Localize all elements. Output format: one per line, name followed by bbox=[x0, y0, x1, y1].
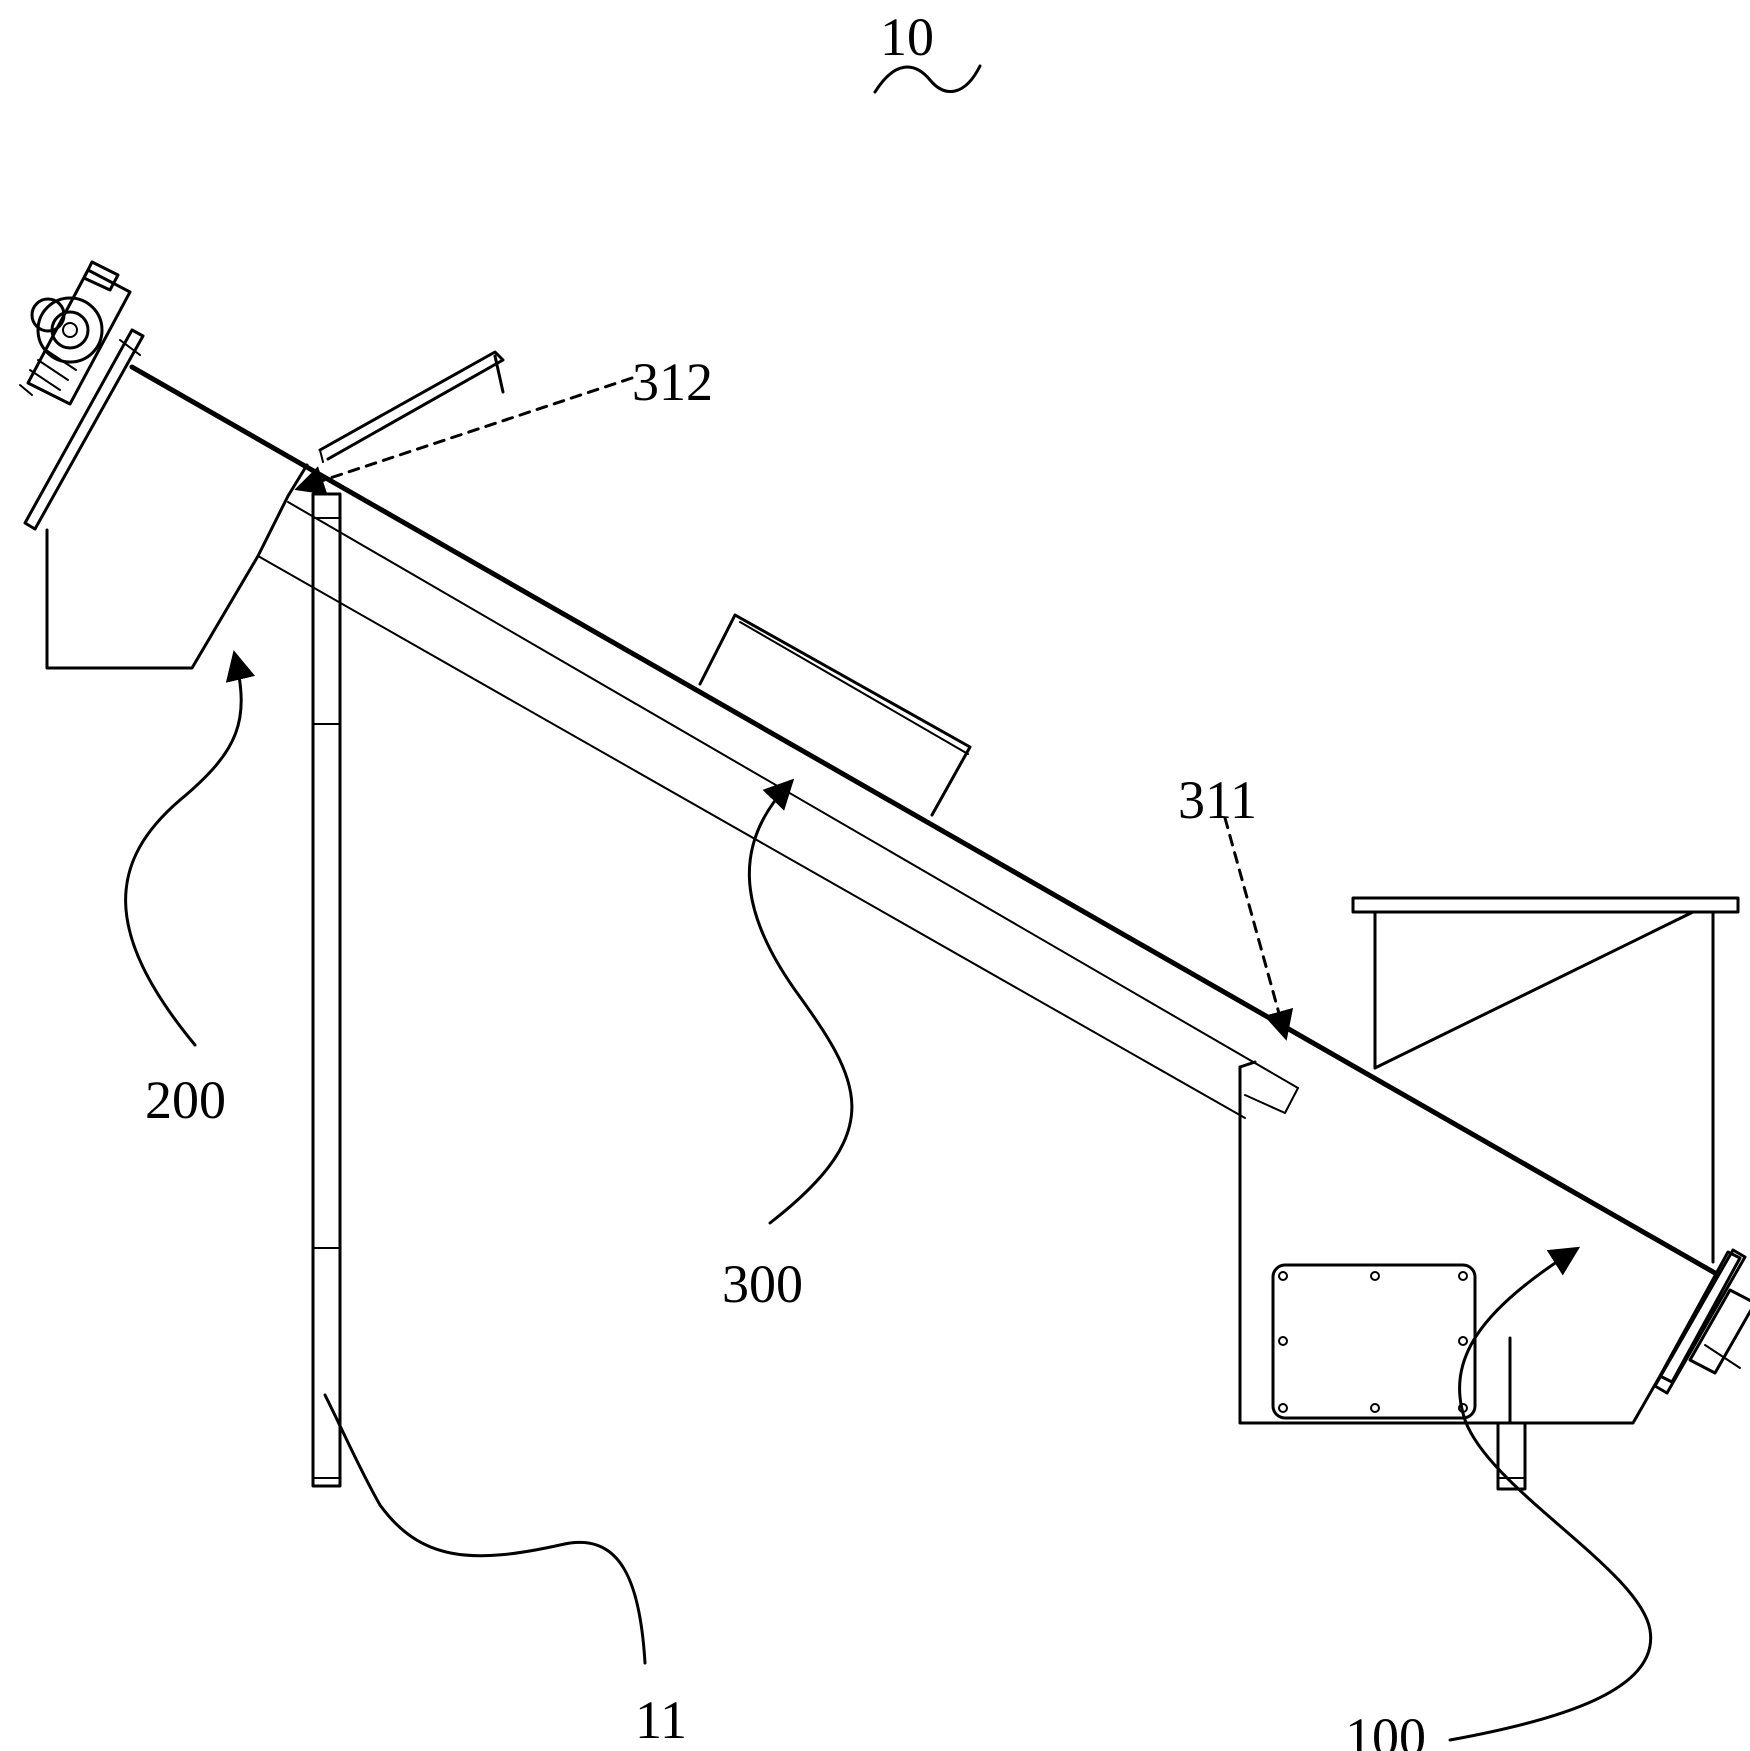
label-outlet-port: 312 bbox=[632, 352, 713, 412]
assembly-tilde bbox=[873, 64, 982, 94]
leader-311 bbox=[1223, 816, 1294, 1041]
label-support-leg: 11 bbox=[635, 1690, 687, 1750]
label-inlet-port: 311 bbox=[1178, 770, 1257, 830]
leader-300 bbox=[747, 778, 854, 1225]
leader-200 bbox=[124, 650, 256, 1047]
leader-312 bbox=[294, 376, 634, 495]
tube-window-box bbox=[698, 613, 972, 817]
assembly-label: 10 bbox=[880, 7, 934, 67]
leader-11 bbox=[323, 1393, 647, 1665]
label-inlet-end: 100 bbox=[1345, 1707, 1426, 1751]
label-conveyor-tube: 300 bbox=[722, 1254, 803, 1314]
inlet-housing bbox=[1238, 896, 1750, 1491]
conveyor-tube bbox=[129, 364, 1718, 1276]
leader-100 bbox=[1448, 1246, 1653, 1742]
motor-gearbox bbox=[19, 260, 145, 531]
outlet-housing bbox=[45, 350, 505, 670]
label-outlet-end: 200 bbox=[145, 1070, 226, 1130]
support-leg bbox=[311, 492, 342, 1488]
